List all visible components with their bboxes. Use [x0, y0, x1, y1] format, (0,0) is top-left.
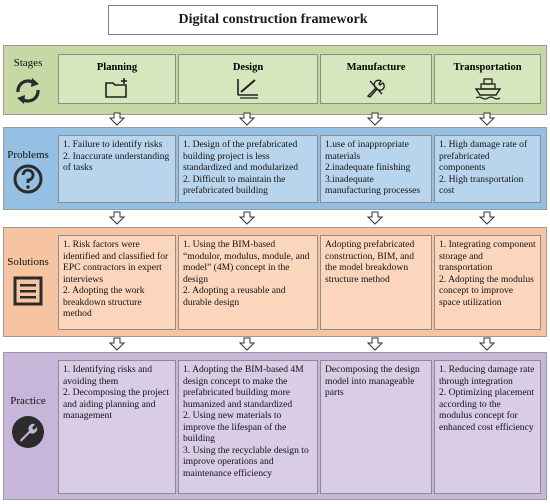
- practice-transportation: 1. Reducing damage rate through integrat…: [434, 360, 541, 494]
- row-label-solutions: Solutions: [7, 256, 49, 268]
- practice-design: 1. Adopting the BIM-based 4M design conc…: [178, 360, 318, 494]
- tools-icon: [366, 79, 385, 98]
- diagram-title: Digital construction framework: [108, 5, 438, 35]
- stage-transportation: Transportation: [434, 54, 541, 104]
- down-arrow: [238, 112, 256, 126]
- down-arrow: [366, 337, 384, 351]
- stage-label: Manufacture: [346, 62, 406, 73]
- list-document-icon: [13, 276, 43, 306]
- ship-icon: [474, 78, 501, 100]
- stage-design: Design: [178, 54, 318, 104]
- problem-design: 1. Design of the prefabricated building …: [178, 135, 318, 203]
- wrench-circle-icon: [12, 416, 44, 448]
- row-label-practice: Practice: [10, 395, 46, 407]
- down-arrow: [366, 112, 384, 126]
- down-arrow: [108, 337, 126, 351]
- stage-manufacture: Manufacture: [320, 54, 432, 104]
- practice-manufacture: Decomposing the design model into manage…: [320, 360, 432, 494]
- solution-planning: 1. Risk factors were identified and clas…: [58, 235, 176, 330]
- row-label-problems: Problems: [7, 149, 49, 161]
- solution-design: 1. Using the BIM-based “modulor, modulus…: [178, 235, 318, 330]
- practice-planning: 1. Identifying risks and avoiding them 2…: [58, 360, 176, 494]
- solution-transportation: 1. Integrating component storage and tra…: [434, 235, 541, 330]
- problem-transportation: 1. High damage rate of prefabricated com…: [434, 135, 541, 203]
- row-label-stages: Stages: [13, 57, 43, 69]
- folder-add-icon: [105, 78, 127, 98]
- stage-label: Planning: [96, 62, 138, 73]
- down-arrow: [108, 112, 126, 126]
- down-arrow: [238, 211, 256, 225]
- down-arrow: [478, 211, 496, 225]
- solution-manufacture: Adopting prefabricated construction, BIM…: [320, 235, 432, 330]
- stage-label: Transportation: [453, 62, 522, 73]
- problem-planning: 1. Failure to identify risks 2. Inaccura…: [58, 135, 176, 203]
- problem-manufacture: 1.use of inappropriate materials 2.inade…: [320, 135, 432, 203]
- down-arrow: [478, 112, 496, 126]
- refresh-cycle-icon: [16, 78, 40, 104]
- stage-planning: Planning: [58, 54, 176, 104]
- down-arrow: [238, 337, 256, 351]
- drafting-pen-icon: [237, 79, 258, 99]
- down-arrow: [366, 211, 384, 225]
- stage-label: Design: [232, 62, 264, 73]
- down-arrow: [108, 211, 126, 225]
- down-arrow: [478, 337, 496, 351]
- question-circle-icon: [13, 164, 43, 194]
